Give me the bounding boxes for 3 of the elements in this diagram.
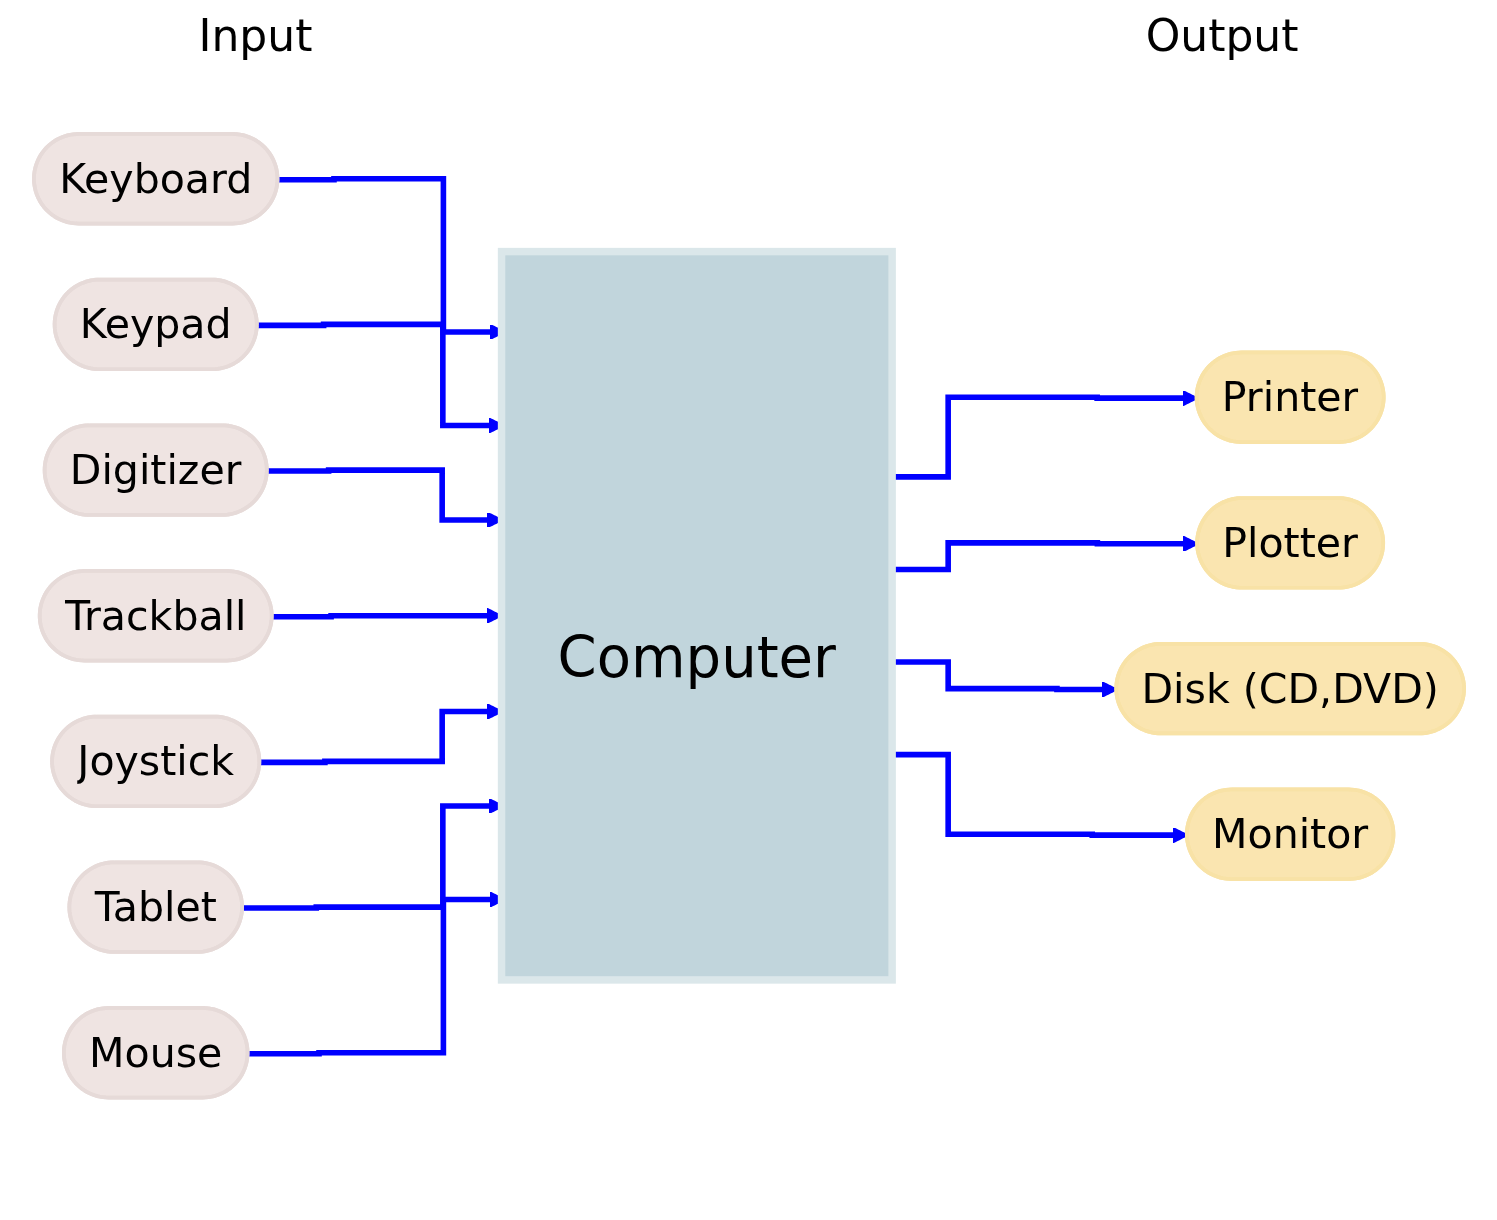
column-heading: Output — [1145, 10, 1299, 61]
column-heading: Input — [198, 10, 313, 61]
node-box: Computer — [497, 248, 896, 984]
